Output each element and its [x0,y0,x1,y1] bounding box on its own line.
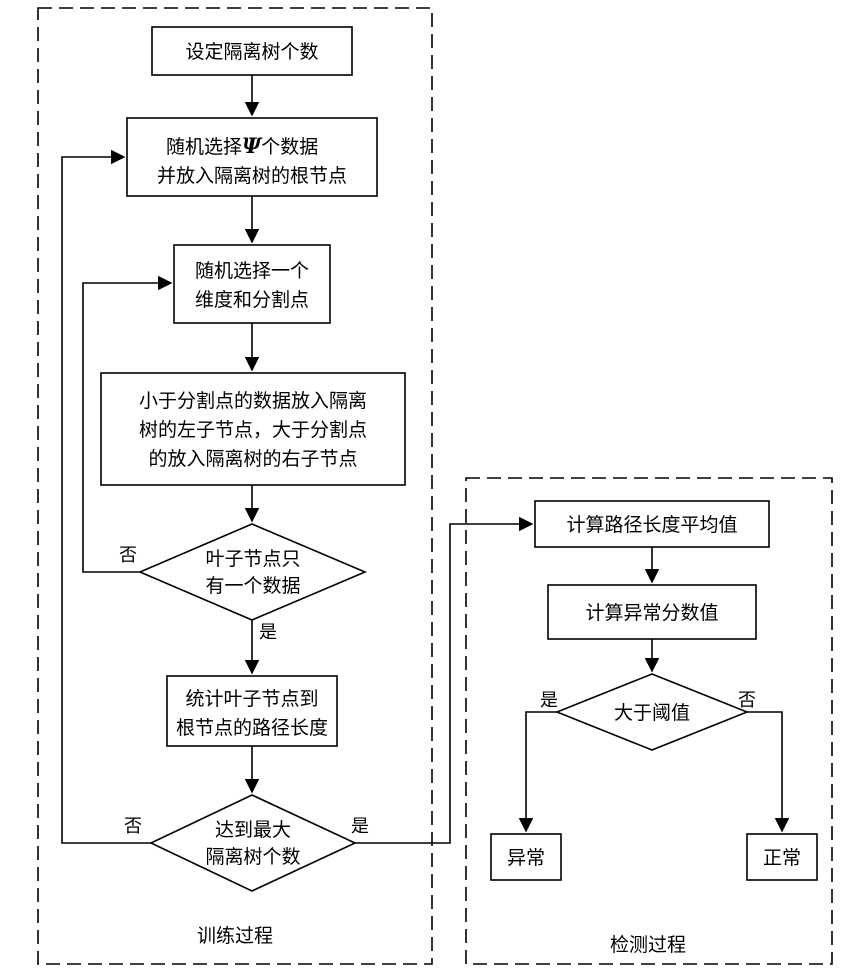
leaf-single-data-decision [137,523,368,621]
anomaly-score-text: 计算异常分数值 [585,602,718,624]
training-process-label: 训练过程 [197,925,273,947]
detection-process-label: 检测过程 [610,934,686,956]
random-sample-suffix: 个数据 [261,136,318,158]
choose-dimension-text-line2: 维度和分割点 [195,289,309,311]
training-process-frame [37,7,433,965]
normal-result-box [746,833,818,881]
decision1-text-line1: 叶子节点只 [205,548,300,570]
anomaly-score-box [547,584,757,640]
set-tree-count-box [151,26,353,76]
normal-result-text: 正常 [763,847,801,869]
max-tree-count-decision [149,794,357,892]
split-data-text-line2: 树的左子节点，大于分割点 [139,419,367,441]
threshold-yes-arrow [518,711,557,833]
set-tree-count-text: 设定隔离树个数 [185,41,318,63]
path-length-text-line2: 根节点的路径长度 [176,717,328,739]
decision1-yes-label: 是 [259,622,277,643]
threshold-decision-text: 大于阈值 [614,702,690,724]
split-data-text-line1: 小于分割点的数据放入隔离 [139,390,367,412]
random-sample-prefix: 随机选择 [166,136,242,158]
decision1-no-loop-arrow [82,275,173,573]
decision2-yes-label: 是 [351,816,369,837]
decision2-text-line2: 隔离树个数 [205,846,300,868]
threshold-yes-label: 是 [540,690,558,711]
decision1-no-label: 否 [119,545,137,566]
psi-symbol: Ψ [242,133,263,158]
split-data-box [100,372,406,486]
decision2-yes-arrow [355,516,534,844]
choose-dimension-text-line1: 随机选择一个 [195,260,309,282]
random-sample-text-line2: 并放入隔离树的根节点 [157,165,347,187]
decision2-no-label: 否 [124,816,142,837]
decision2-no-loop-arrow [61,149,151,844]
anomaly-result-box [490,833,562,881]
decision1-text-line2: 有一个数据 [205,575,300,597]
threshold-no-label: 否 [738,690,756,711]
anomaly-result-text: 异常 [507,847,545,869]
path-length-text-line1: 统计叶子节点到 [185,688,318,710]
detection-process-frame [465,477,833,965]
random-sample-box [126,117,378,197]
random-sample-text-line1: 随机选择Ψ个数据 [166,133,318,158]
decision2-text-line1: 达到最大 [215,819,291,841]
path-length-box [166,675,338,747]
threshold-no-arrow [747,711,790,833]
avg-path-length-text: 计算路径长度平均值 [566,514,737,536]
threshold-decision [554,673,750,751]
split-data-text-line3: 的放入隔离树的右子节点 [148,448,357,470]
choose-dimension-box [173,244,331,324]
